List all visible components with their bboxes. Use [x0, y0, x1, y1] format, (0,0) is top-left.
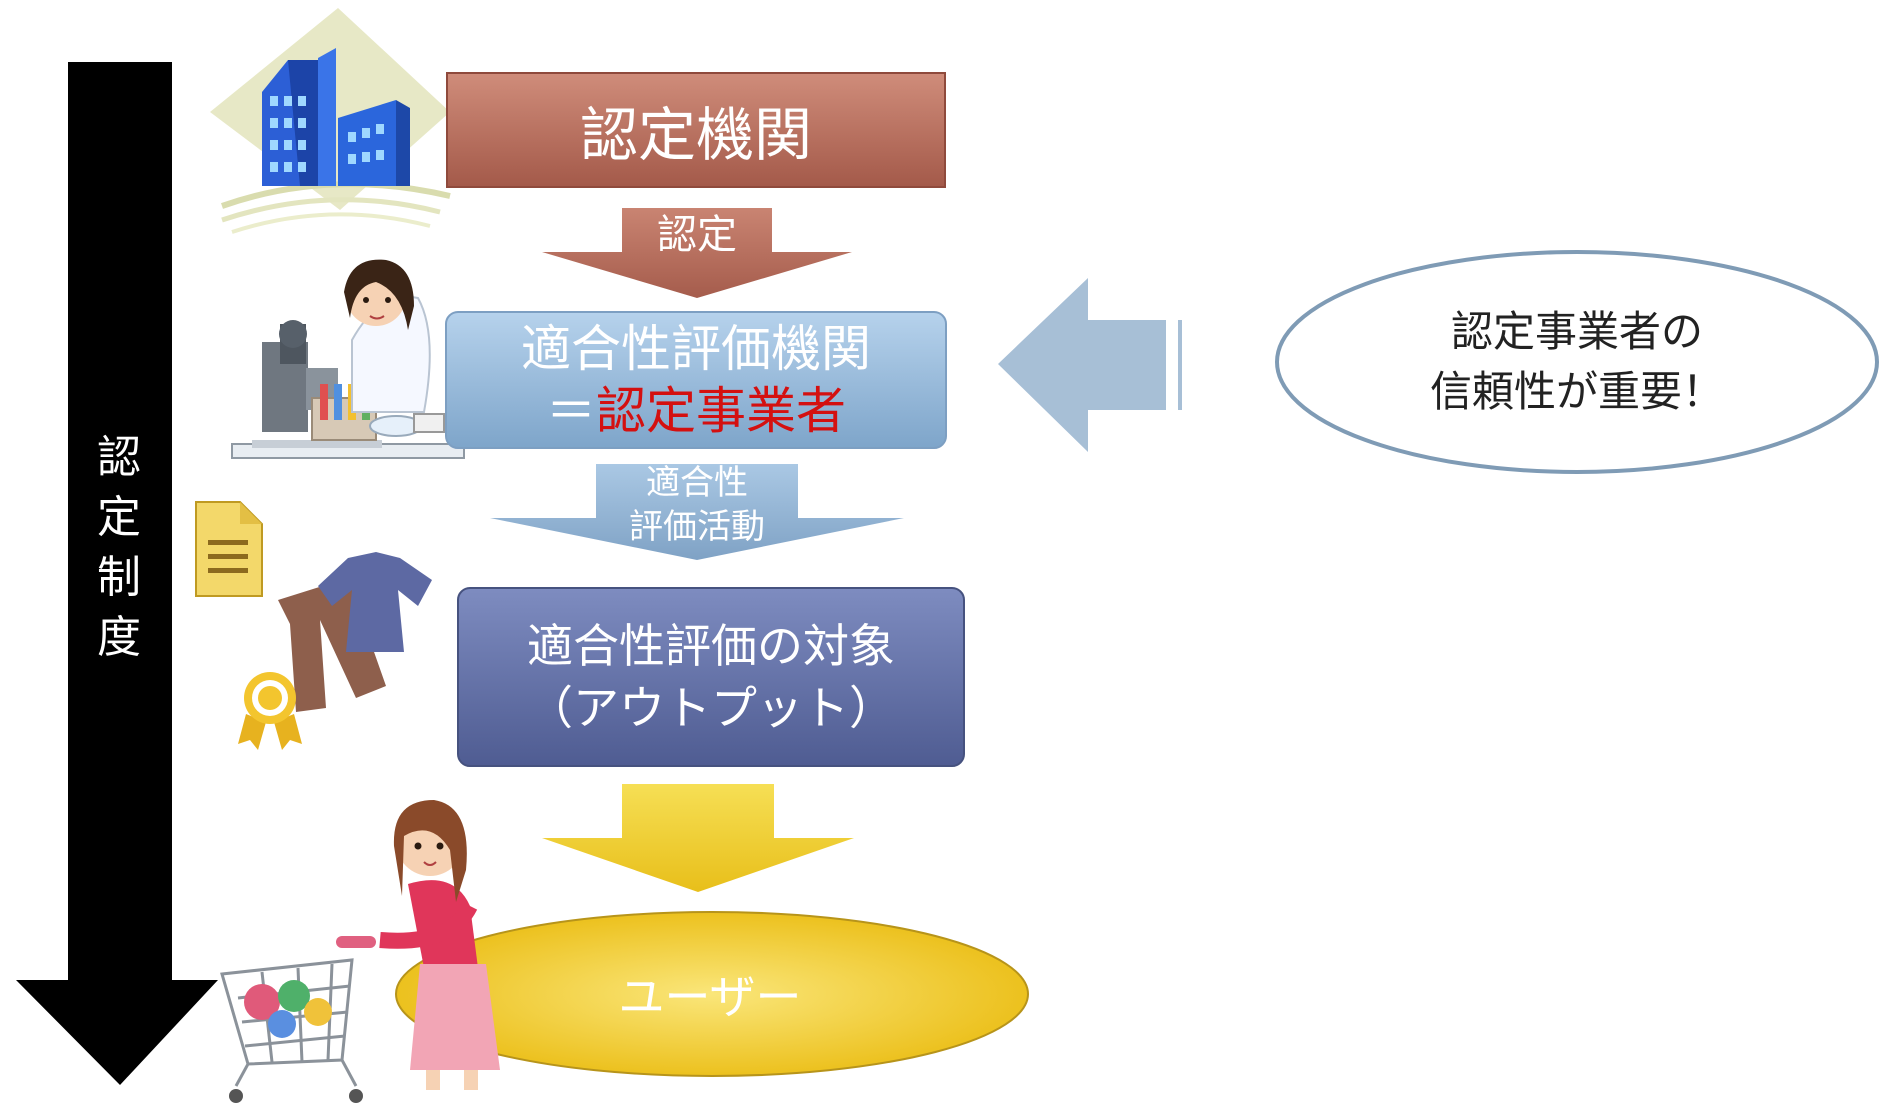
accreditation-arrow-label-box: 認定: [622, 206, 772, 258]
conformity-body-line1: 適合性評価機関: [521, 320, 871, 378]
target-line1: 適合性評価の対象: [527, 619, 895, 673]
callout-ellipse: [1275, 250, 1879, 474]
accreditation-body-label-box: 認定機関: [446, 72, 946, 188]
user-ellipse: [395, 911, 1029, 1077]
conformity-body-box: [445, 311, 947, 449]
system-arrow-label: 認 定 制 度: [88, 428, 150, 668]
clothes-icon: [278, 552, 432, 712]
user-label-box: ユーザー: [500, 954, 920, 1034]
equals-sign: ＝: [546, 382, 596, 440]
activity-arrow: [490, 464, 904, 560]
system-arrow-char: 認: [97, 432, 141, 483]
accredited-operator-highlight: 認定事業者: [596, 382, 846, 440]
activity-arrow-label-box: 適合性 評価活動: [596, 460, 798, 550]
target-label-box: 適合性評価の対象 （アウトプット）: [458, 588, 964, 766]
system-arrow-char: 定: [97, 492, 141, 543]
target-box: [457, 587, 965, 767]
callout-text-box: 認定事業者の 信頼性が重要！: [1290, 294, 1864, 430]
conformity-body-label-box: 適合性評価機関 ＝認定事業者: [446, 312, 946, 448]
callout-line2: 信頼性が重要！: [1429, 367, 1724, 416]
user-arrow: [542, 784, 854, 892]
system-arrow-char: 度: [97, 612, 141, 663]
target-line2: （アウトプット）: [527, 681, 895, 735]
medal-icon: [238, 672, 302, 750]
scientist-icon: [231, 259, 465, 459]
activity-arrow-line2: 評価活動: [629, 507, 765, 547]
system-arrow: [16, 62, 218, 1085]
shopping-woman-icon: [220, 800, 500, 1103]
callout-line1: 認定事業者の: [1450, 307, 1703, 356]
left-pointing-arrow: [998, 278, 1182, 452]
accreditation-body-box: [446, 72, 946, 188]
system-arrow-char: 制: [97, 552, 141, 603]
conformity-body-line2: ＝認定事業者: [546, 380, 846, 442]
document-icon: [195, 501, 263, 597]
accreditation-arrow-label: 認定: [657, 212, 737, 258]
building-icon: [210, 8, 451, 234]
accreditation-arrow: [542, 208, 852, 298]
activity-arrow-line1: 適合性: [646, 463, 748, 503]
accreditation-body-label: 認定機関: [579, 101, 812, 169]
user-label: ユーザー: [618, 970, 802, 1024]
